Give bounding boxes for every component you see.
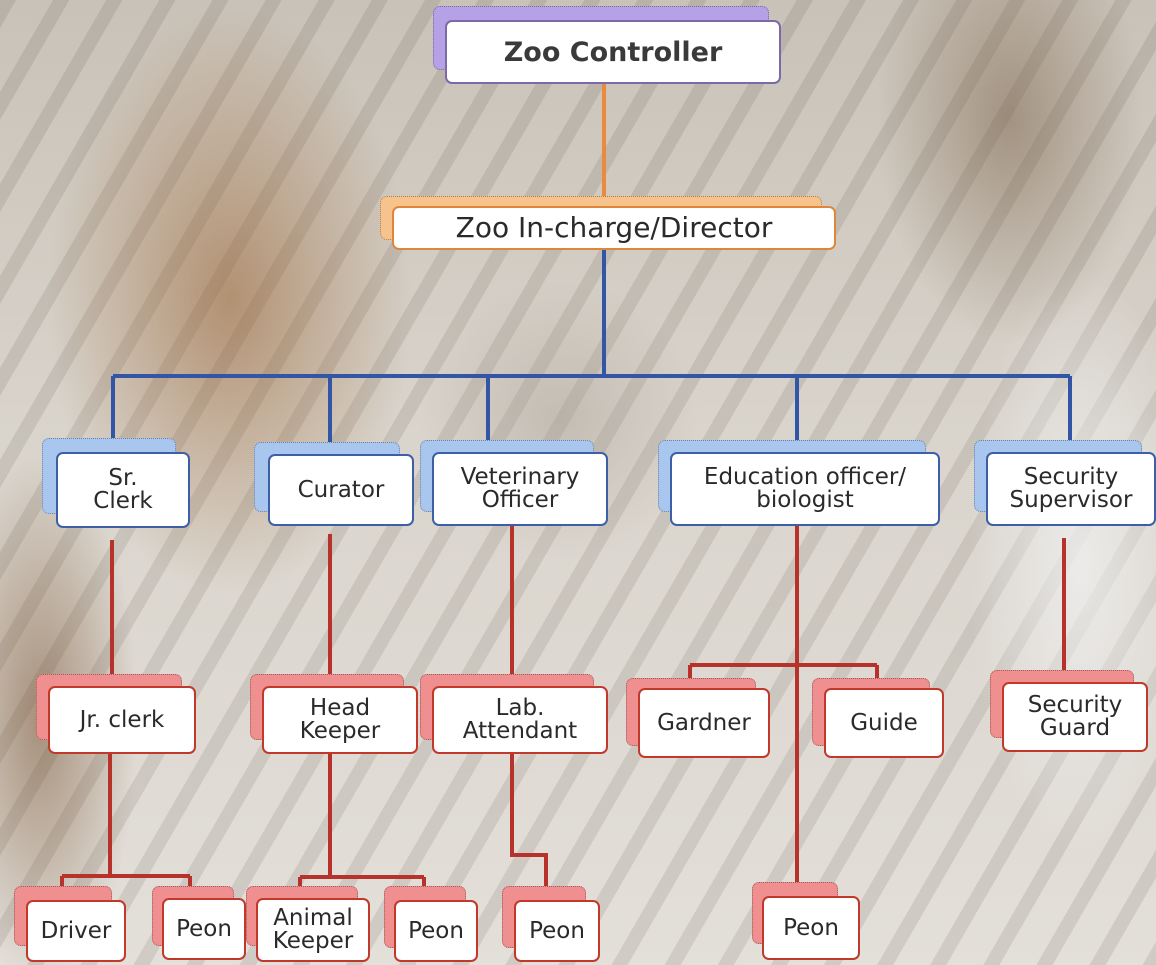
node-lab-attendant-box: Lab. Attendant (432, 686, 608, 754)
node-zoo-in-charge-label: Zoo In-charge/Director (455, 211, 773, 244)
node-zoo-controller-label: Zoo Controller (503, 36, 723, 68)
node-lab-attendant-label: Lab. Attendant (462, 695, 578, 744)
node-zoo-controller-box: Zoo Controller (445, 20, 781, 84)
node-peon-keeper-box: Peon (394, 900, 478, 962)
node-education-officer-box: Education officer/ biologist (670, 452, 940, 526)
node-peon-lab-box: Peon (514, 900, 600, 962)
node-peon-education: Peon (752, 882, 862, 960)
connector-head-keeper-to-animal-keeper-peon (298, 752, 426, 890)
node-driver: Driver (14, 886, 126, 962)
node-peon-education-box: Peon (762, 896, 860, 960)
node-jr-clerk-label: Jr. clerk (79, 706, 165, 733)
node-zoo-in-charge: Zoo In-charge/Director (380, 196, 836, 252)
node-peon-clerk-label: Peon (176, 915, 232, 942)
node-zoo-controller: Zoo Controller (433, 6, 781, 84)
node-gardner: Gardner (626, 678, 770, 758)
node-peon-education-label: Peon (783, 914, 839, 941)
node-peon-clerk: Peon (152, 886, 246, 962)
node-education-officer: Education officer/ biologist (658, 440, 940, 526)
node-animal-keeper: Animal Keeper (246, 886, 370, 962)
node-jr-clerk: Jr. clerk (36, 674, 196, 754)
node-veterinary-officer: Veterinary Officer (420, 440, 608, 526)
node-security-supervisor-box: Security Supervisor (986, 452, 1156, 526)
node-curator-box: Curator (268, 454, 414, 526)
node-curator-label: Curator (297, 476, 385, 503)
node-sr-clerk-box: Sr. Clerk (56, 452, 190, 528)
node-peon-keeper-label: Peon (408, 917, 464, 944)
connector-lab-attendant-to-peon (510, 752, 548, 890)
connector-jr-clerk-to-driver-peon (60, 752, 192, 890)
node-security-supervisor: Security Supervisor (974, 440, 1156, 526)
node-gardner-box: Gardner (638, 688, 770, 758)
node-lab-attendant: Lab. Attendant (420, 674, 608, 754)
node-animal-keeper-label: Animal Keeper (272, 905, 354, 954)
node-guide-label: Guide (850, 709, 918, 736)
node-peon-keeper: Peon (384, 886, 478, 962)
node-peon-lab: Peon (502, 886, 600, 962)
node-education-officer-label: Education officer/ biologist (703, 464, 907, 513)
node-driver-label: Driver (40, 917, 112, 944)
node-peon-lab-label: Peon (529, 917, 585, 944)
node-sr-clerk-label: Sr. Clerk (93, 465, 153, 514)
node-veterinary-officer-label: Veterinary Officer (460, 464, 580, 513)
node-curator: Curator (254, 442, 414, 526)
node-guide: Guide (812, 678, 944, 758)
node-animal-keeper-box: Animal Keeper (256, 898, 370, 962)
node-head-keeper-label: Head Keeper (299, 695, 381, 744)
node-sr-clerk: Sr. Clerk (42, 438, 190, 528)
node-head-keeper: Head Keeper (250, 674, 418, 754)
node-head-keeper-box: Head Keeper (262, 686, 418, 754)
node-security-supervisor-label: Security Supervisor (1009, 464, 1133, 513)
node-guide-box: Guide (824, 688, 944, 758)
node-security-guard: Security Guard (990, 670, 1148, 752)
node-security-guard-box: Security Guard (1002, 682, 1148, 752)
node-jr-clerk-box: Jr. clerk (48, 686, 196, 754)
node-veterinary-officer-box: Veterinary Officer (432, 452, 608, 526)
node-peon-clerk-box: Peon (162, 898, 246, 960)
connector-education-to-gardner-guide (688, 663, 879, 680)
node-zoo-in-charge-box: Zoo In-charge/Director (392, 206, 836, 250)
node-gardner-label: Gardner (657, 709, 751, 736)
node-security-guard-label: Security Guard (1027, 692, 1123, 741)
node-driver-box: Driver (26, 900, 126, 962)
